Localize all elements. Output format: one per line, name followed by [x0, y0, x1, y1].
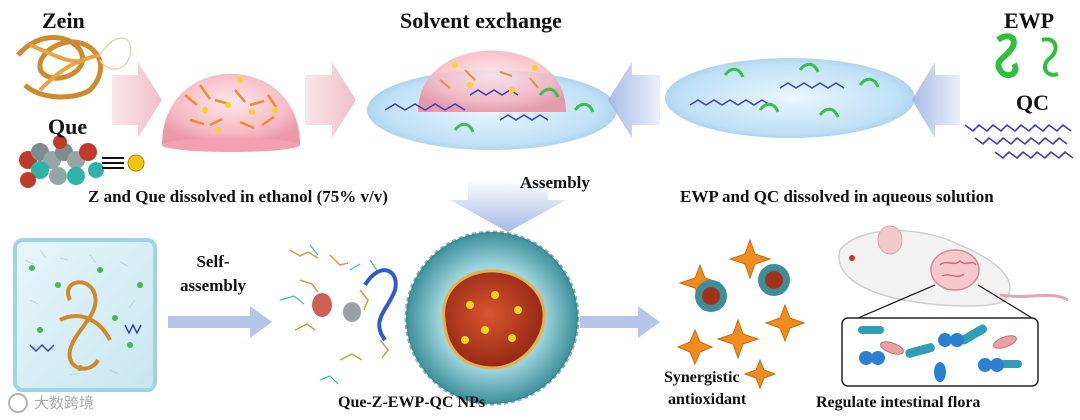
- ethanol-droplet: [162, 73, 300, 152]
- que-label: Que: [48, 114, 88, 139]
- intestinal-flora-label: Regulate intestinal flora: [816, 394, 981, 411]
- antioxidant-label-line2: antioxidant: [668, 391, 747, 408]
- mouse-graphic: [838, 225, 1069, 319]
- aqueous-caption: EWP and QC dissolved in aqueous solution: [680, 187, 994, 206]
- quercetin-sphere-icon: [127, 154, 145, 172]
- arrow-blue-right: [912, 62, 960, 138]
- molecular-complex: [279, 244, 398, 385]
- antioxidant-label-line1: Synergistic: [664, 369, 740, 386]
- antioxidant-graphic: [676, 238, 806, 390]
- arrow-pink-left: [112, 62, 162, 138]
- watermark-logo-icon: [8, 392, 28, 413]
- qc-structure: [964, 123, 1074, 160]
- arrow-pink-center: [305, 62, 356, 138]
- arrow-right-1: [168, 306, 272, 338]
- arrow-right-2: [580, 306, 660, 338]
- quercetin-molecule: [19, 135, 104, 188]
- ethanol-caption: Z and Que dissolved in ethanol (75% v/v): [88, 187, 388, 206]
- zein-structure: [16, 35, 132, 100]
- arrow-blue-center: [608, 62, 660, 138]
- aqueous-solution: [665, 58, 915, 138]
- solvent-exchange-title: Solvent exchange: [400, 8, 562, 33]
- nanoparticle-graphic: [404, 230, 580, 406]
- watermark: 大数跨境: [8, 392, 94, 413]
- qc-label: QC: [1016, 90, 1049, 115]
- equivalence-icon: [102, 157, 124, 169]
- watermark-text: 大数跨境: [34, 394, 95, 412]
- arrow-assembly-down: [450, 180, 566, 232]
- nanoparticle-label: Que-Z-EWP-QC NPs: [338, 394, 486, 411]
- ewp-label: EWP: [1004, 8, 1055, 33]
- self-assembly-label-line2: assembly: [179, 276, 247, 295]
- assembly-label: Assembly: [520, 173, 590, 192]
- ewp-structure: [995, 33, 1059, 79]
- simulation-box: [13, 238, 157, 392]
- zein-label: Zein: [42, 8, 85, 33]
- self-assembly-label-line1: Self-: [196, 252, 230, 271]
- flora-box: [841, 317, 1039, 387]
- solvent-exchange-mix: [367, 50, 617, 150]
